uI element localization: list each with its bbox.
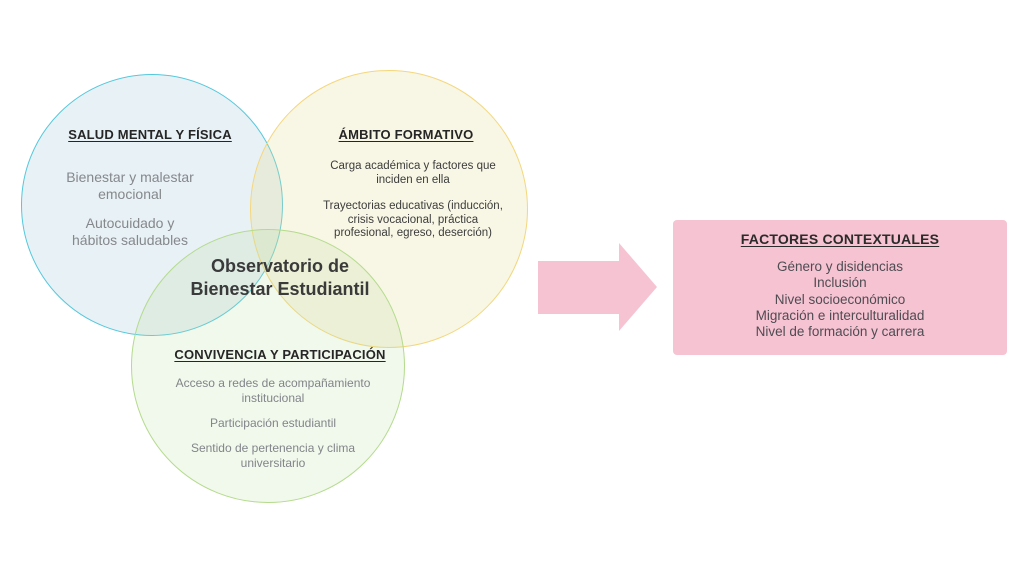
circle-convivencia-participacion: [131, 229, 405, 503]
context-factor-item: Nivel de formación y carrera: [755, 324, 925, 340]
arrow-head: [619, 243, 657, 331]
context-factors-list: Género y disidencias Inclusión Nivel soc…: [673, 259, 1007, 340]
salud-mental-item: Autocuidado y hábitos saludables: [72, 215, 188, 248]
ambito-formativo-item: Carga académica y factores que inciden e…: [330, 160, 496, 186]
arrow-shaft: [538, 261, 619, 314]
context-factor-item: Género y disidencias: [776, 259, 904, 274]
center-title: Observatorio de Bienestar Estudiantil: [190, 256, 370, 299]
convivencia-item: Participación estudiantil: [209, 416, 337, 430]
context-factor-item: Inclusión: [813, 275, 867, 291]
context-factors-title: FACTORES CONTEXTUALES: [740, 231, 940, 247]
convivencia-item: Sentido de pertenencia y clima universit…: [190, 441, 356, 470]
arrow-right-icon: [538, 243, 657, 331]
salud-mental-item: Bienestar y malestar emocional: [66, 169, 194, 202]
ambito-formativo-item: Trayectorias educativas (inducción, cris…: [323, 200, 503, 239]
context-factor-item: Migración e interculturalidad: [755, 307, 925, 323]
salud-mental-title: SALUD MENTAL Y FÍSICA: [68, 127, 232, 142]
context-factors-box: FACTORES CONTEXTUALES Género y disidenci…: [673, 220, 1007, 355]
convivencia-item: Acceso a redes de acompañamiento institu…: [175, 376, 371, 405]
convivencia-title: CONVIVENCIA Y PARTICIPACIÓN: [174, 347, 386, 362]
ambito-formativo-title: ÁMBITO FORMATIVO: [338, 127, 474, 142]
context-factor-item: Nivel socioeconómico: [774, 291, 906, 307]
